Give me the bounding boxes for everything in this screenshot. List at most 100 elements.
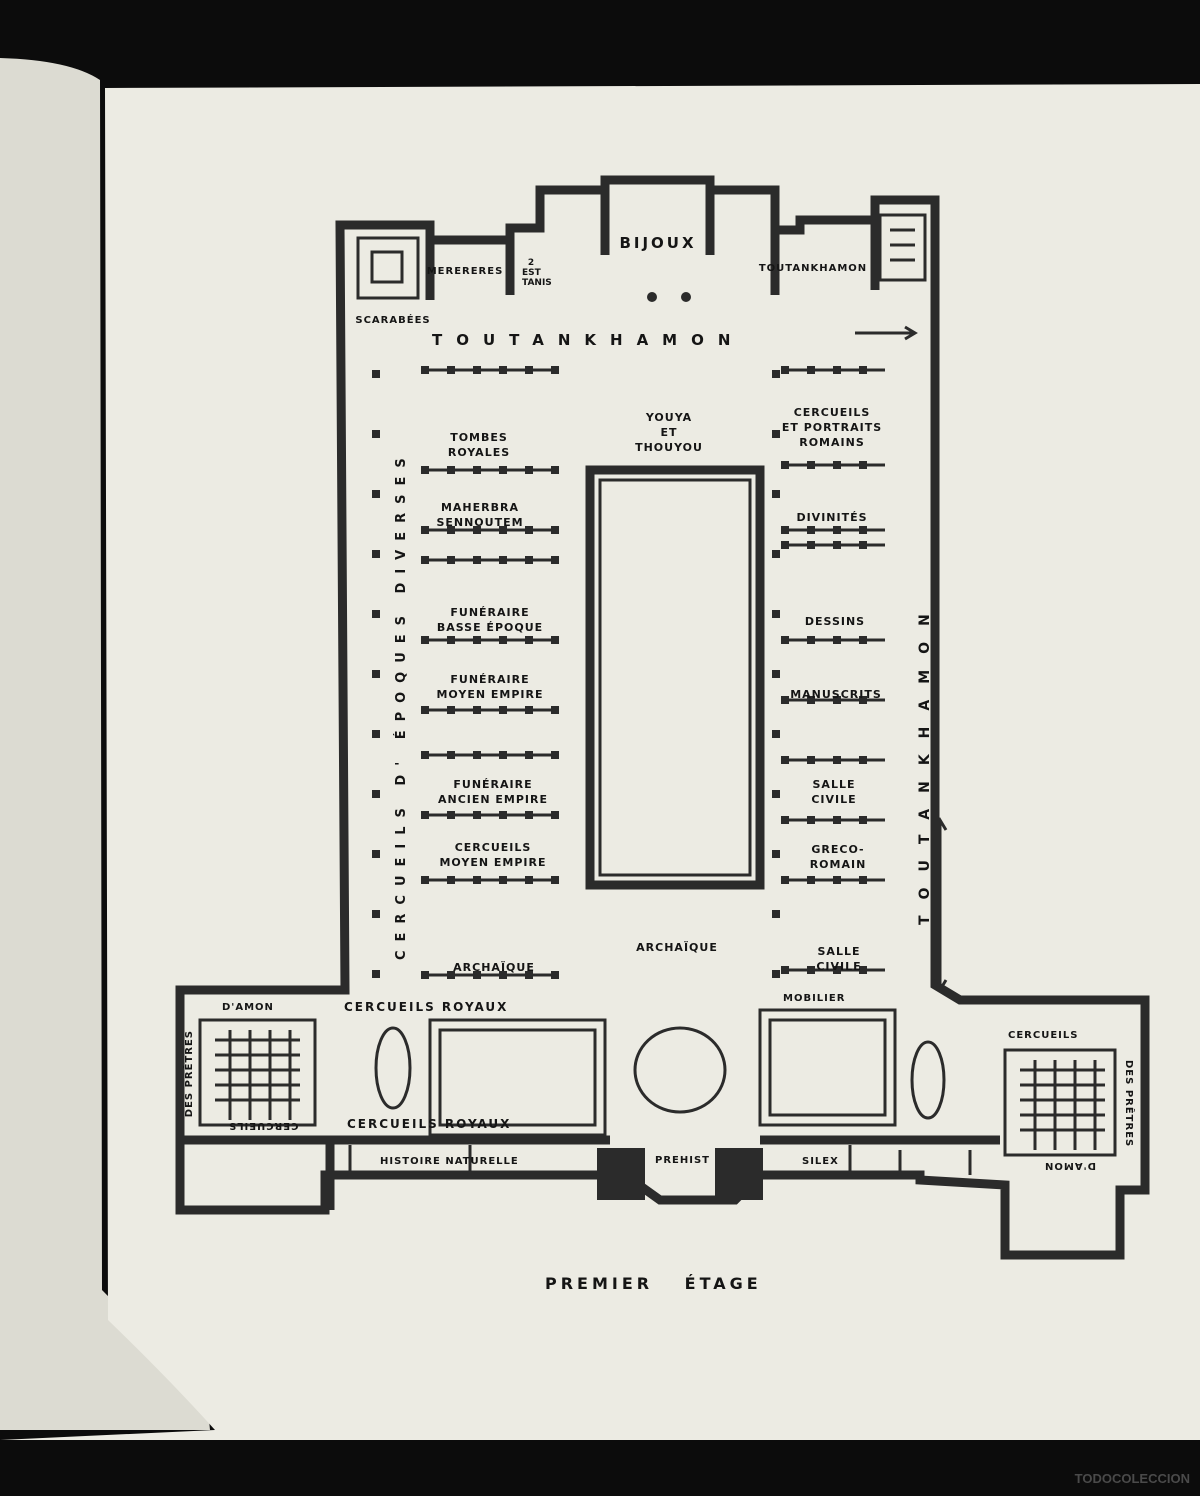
pillar bbox=[499, 556, 507, 564]
room-tombes-royales: TOMBES ROYALES bbox=[447, 431, 511, 459]
pillar bbox=[833, 966, 841, 974]
pillar bbox=[781, 876, 789, 884]
pillar bbox=[421, 811, 429, 819]
pillar bbox=[473, 876, 481, 884]
label-des-pretres-e: DES PRÊTRES bbox=[1123, 1060, 1134, 1148]
pillar bbox=[551, 751, 559, 759]
pillar bbox=[772, 550, 780, 558]
room-youya-thouyou: YOUYA ET THOUYOU bbox=[635, 411, 703, 454]
pillar bbox=[421, 466, 429, 474]
pillar bbox=[833, 461, 841, 469]
room-divinites: DIVINITÉS bbox=[796, 511, 868, 524]
pillar bbox=[372, 730, 380, 738]
pillar bbox=[859, 461, 867, 469]
pillar bbox=[372, 970, 380, 978]
pillar bbox=[859, 756, 867, 764]
pillar bbox=[447, 556, 455, 564]
room-funeraire-ancien: FUNÉRAIRE ANCIEN EMPIRE bbox=[437, 778, 549, 806]
south-court-w bbox=[428, 1018, 607, 1137]
pillar bbox=[807, 366, 815, 374]
oval-w bbox=[374, 1026, 412, 1110]
pillar bbox=[833, 696, 841, 704]
pillar bbox=[372, 490, 380, 498]
pillar bbox=[372, 790, 380, 798]
pillar bbox=[772, 370, 780, 378]
room-scarabees: SCARABÉES bbox=[355, 315, 431, 326]
pillar bbox=[473, 811, 481, 819]
label-cercueils-royaux-top: CERCUEILS ROYAUX bbox=[344, 1000, 509, 1014]
bottom-black-margin bbox=[0, 1440, 1200, 1496]
pillar bbox=[372, 430, 380, 438]
pillar bbox=[473, 706, 481, 714]
pillar bbox=[833, 366, 841, 374]
pillar bbox=[807, 756, 815, 764]
pillar bbox=[447, 636, 455, 644]
room-prehist: PREHIST bbox=[655, 1155, 710, 1166]
pillar bbox=[499, 751, 507, 759]
room-greco-romain: GRECO- ROMAIN bbox=[809, 843, 867, 871]
pillar bbox=[525, 706, 533, 714]
pillar bbox=[772, 910, 780, 918]
room-cercueils-moyen: CERCUEILS MOYEN EMPIRE bbox=[439, 841, 547, 869]
label-cercueils-e: CERCUEILS bbox=[1008, 1030, 1079, 1041]
pillar bbox=[473, 466, 481, 474]
pillar bbox=[421, 706, 429, 714]
pillar bbox=[473, 526, 481, 534]
room-histoire-naturelle: HISTOIRE NATURELLE bbox=[380, 1156, 519, 1167]
room-funeraire-basse: FUNÉRAIRE BASSE ÉPOQUE bbox=[436, 606, 544, 634]
stair-sw bbox=[198, 1018, 317, 1127]
corridor-epoques-diverses: CERCUEILS D' ÉPOQUES DIVERSES bbox=[394, 449, 409, 960]
pillar bbox=[781, 541, 789, 549]
pillar bbox=[551, 706, 559, 714]
pillar bbox=[421, 526, 429, 534]
pillar bbox=[499, 366, 507, 374]
label-damon-w: D'AMON bbox=[222, 1002, 274, 1013]
label-cercueils-royaux-bottom: CERCUEILS ROYAUX bbox=[347, 1117, 512, 1131]
pillar bbox=[833, 816, 841, 824]
pillar bbox=[807, 461, 815, 469]
pillar bbox=[447, 366, 455, 374]
room-funeraire-moyen: FUNÉRAIRE MOYEN EMPIRE bbox=[436, 673, 544, 701]
pillar bbox=[859, 636, 867, 644]
room-manuscrits: MANUSCRITS bbox=[790, 688, 882, 701]
pillar bbox=[447, 751, 455, 759]
pillar bbox=[781, 461, 789, 469]
pillar bbox=[833, 636, 841, 644]
pillar bbox=[499, 706, 507, 714]
pillar bbox=[447, 876, 455, 884]
oval-e bbox=[910, 1040, 946, 1120]
label-damon-e: D'AMON bbox=[1044, 1160, 1096, 1171]
pillar bbox=[859, 876, 867, 884]
pillar bbox=[807, 876, 815, 884]
pillar bbox=[499, 811, 507, 819]
central-courtyard-outer bbox=[585, 465, 765, 890]
south-court-e bbox=[758, 1008, 897, 1127]
pillar bbox=[525, 556, 533, 564]
pillar bbox=[833, 876, 841, 884]
pillar bbox=[807, 966, 815, 974]
room-maherbra: MAHERBRA SENNOUTEM bbox=[436, 501, 524, 529]
pillar bbox=[859, 966, 867, 974]
room-toutankhamon-ne: TOUTANKHAMON bbox=[758, 263, 868, 274]
pillar bbox=[772, 430, 780, 438]
pillar bbox=[447, 526, 455, 534]
pillar bbox=[473, 751, 481, 759]
pillar bbox=[772, 790, 780, 798]
label-mobilier: MOBILIER bbox=[783, 993, 846, 1004]
pillar bbox=[473, 556, 481, 564]
pillar bbox=[372, 910, 380, 918]
pillar bbox=[781, 816, 789, 824]
pillar bbox=[772, 970, 780, 978]
room-archaique-center: ARCHAÏQUE bbox=[636, 941, 718, 954]
room-salle-civile-2: SALLE CIVILE bbox=[816, 945, 862, 973]
pillar bbox=[473, 636, 481, 644]
label-des-pretres-w: DES PRÊTRES bbox=[184, 1030, 195, 1118]
pillar bbox=[421, 876, 429, 884]
pillar bbox=[772, 670, 780, 678]
pillar bbox=[372, 670, 380, 678]
pillar bbox=[551, 971, 559, 979]
pillar bbox=[859, 816, 867, 824]
pillar bbox=[499, 876, 507, 884]
